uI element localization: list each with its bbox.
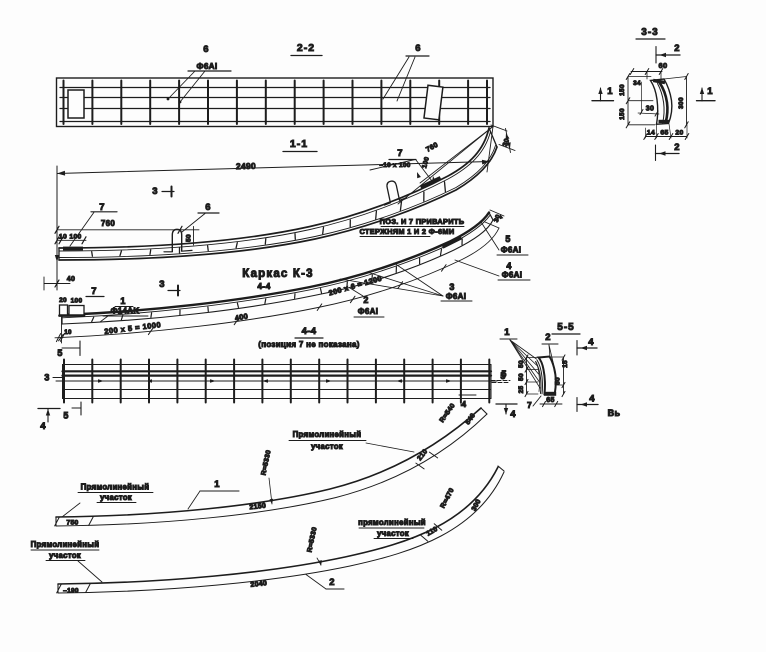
svg-text:5: 5 — [63, 411, 68, 421]
svg-text:4: 4 — [589, 394, 595, 405]
svg-text:50: 50 — [555, 377, 562, 385]
svg-text:участок: участок — [100, 493, 132, 502]
svg-text:5: 5 — [500, 371, 505, 381]
svg-text:2150: 2150 — [249, 503, 266, 512]
svg-text:25: 25 — [518, 386, 525, 394]
svg-text:100: 100 — [421, 156, 431, 169]
svg-text:7: 7 — [527, 400, 532, 410]
svg-text:Ф6АI: Ф6АI — [358, 307, 378, 316]
svg-text:4-4: 4-4 — [257, 281, 270, 291]
svg-text:–190: –190 — [63, 588, 79, 595]
svg-text:2: 2 — [674, 142, 680, 153]
svg-text:Ф6АI: Ф6АI — [502, 271, 522, 280]
svg-text:300: 300 — [678, 97, 685, 109]
svg-text:ПОЗ. И 7 ПРИВАРИТЬ: ПОЗ. И 7 ПРИВАРИТЬ — [380, 217, 465, 226]
svg-text:40: 40 — [67, 276, 75, 283]
svg-text:15: 15 — [562, 360, 569, 368]
svg-text:Ф6АI: Ф6АI — [446, 292, 466, 301]
svg-text:50: 50 — [518, 373, 525, 381]
svg-text:4: 4 — [510, 409, 516, 420]
svg-text:4: 4 — [506, 261, 511, 271]
svg-text:2490: 2490 — [236, 161, 256, 172]
svg-text:760: 760 — [101, 219, 115, 228]
svg-text:1-1: 1-1 — [290, 138, 308, 150]
svg-text:участок: участок — [311, 442, 343, 451]
svg-text:30: 30 — [646, 106, 654, 113]
svg-text:3: 3 — [44, 373, 49, 383]
svg-text:5: 5 — [57, 348, 62, 358]
svg-text:7: 7 — [91, 286, 97, 297]
svg-text:100: 100 — [69, 234, 81, 241]
svg-text:1: 1 — [607, 86, 613, 97]
svg-text:прямолинейный: прямолинейный — [358, 518, 426, 527]
svg-text:2: 2 — [545, 332, 551, 343]
svg-text:Прямолинейный: Прямолинейный — [31, 540, 100, 549]
svg-text:34: 34 — [633, 80, 641, 87]
svg-text:6: 6 — [203, 44, 209, 55]
svg-text:4-4: 4-4 — [302, 326, 317, 337]
svg-text:150: 150 — [619, 84, 626, 96]
svg-text:участок: участок — [49, 551, 81, 560]
svg-text:10: 10 — [64, 329, 72, 336]
svg-text:65: 65 — [546, 397, 554, 404]
svg-text:Каркас К-3: Каркас К-3 — [242, 268, 314, 280]
svg-text:100: 100 — [71, 298, 83, 305]
svg-text:50: 50 — [186, 234, 193, 242]
svg-text:50: 50 — [518, 360, 525, 368]
svg-text:2: 2 — [363, 295, 368, 305]
svg-text:6: 6 — [205, 202, 211, 213]
svg-text:400: 400 — [234, 311, 249, 322]
svg-text:65: 65 — [660, 130, 668, 137]
svg-text:1: 1 — [504, 327, 510, 338]
svg-text:60: 60 — [659, 61, 668, 70]
svg-text:Ф6АI: Ф6АI — [501, 246, 521, 255]
svg-text:2: 2 — [674, 43, 680, 54]
svg-text:30: 30 — [493, 214, 502, 224]
svg-text:Ф14АK: Ф14АK — [111, 307, 140, 316]
svg-text:750: 750 — [66, 520, 78, 527]
svg-text:30: 30 — [502, 138, 511, 148]
svg-text:СТЕРЖНЯМ 1 И 2 Ф-6МИ: СТЕРЖНЯМ 1 И 2 Ф-6МИ — [359, 227, 454, 236]
svg-text:1: 1 — [214, 479, 220, 490]
svg-text:14: 14 — [647, 130, 655, 137]
svg-text:4: 4 — [462, 400, 467, 409]
svg-text:5-5: 5-5 — [557, 322, 574, 333]
svg-text:Прямолинейный: Прямолинейный — [293, 430, 362, 439]
svg-text:20: 20 — [675, 130, 683, 137]
svg-text:–10 x 100: –10 x 100 — [379, 162, 410, 169]
svg-text:20: 20 — [59, 297, 67, 304]
svg-text:5: 5 — [501, 369, 506, 379]
svg-text:4: 4 — [588, 337, 594, 348]
svg-text:Прямолинейный: Прямолинейный — [81, 483, 150, 492]
svg-text:7: 7 — [397, 148, 403, 159]
svg-text:2040: 2040 — [250, 580, 267, 589]
svg-text:Ф6АI: Ф6АI — [197, 62, 218, 71]
svg-text:150: 150 — [619, 108, 626, 120]
svg-text:3: 3 — [449, 282, 454, 292]
svg-text:3: 3 — [159, 279, 165, 290]
svg-text:7: 7 — [99, 202, 105, 213]
svg-text:2: 2 — [329, 577, 335, 588]
svg-text:участок: участок — [377, 529, 409, 538]
svg-text:Вь: Вь — [608, 408, 621, 418]
svg-text:3-3: 3-3 — [641, 27, 658, 38]
svg-text:1: 1 — [707, 86, 713, 97]
svg-text:3: 3 — [152, 186, 158, 197]
svg-text:(позиция 7 не показана): (позиция 7 не показана) — [258, 340, 360, 349]
svg-text:6: 6 — [415, 43, 421, 54]
svg-text:1: 1 — [120, 296, 125, 306]
svg-text:2-2: 2-2 — [297, 42, 315, 54]
svg-text:5: 5 — [505, 234, 510, 244]
svg-text:4: 4 — [40, 421, 46, 432]
